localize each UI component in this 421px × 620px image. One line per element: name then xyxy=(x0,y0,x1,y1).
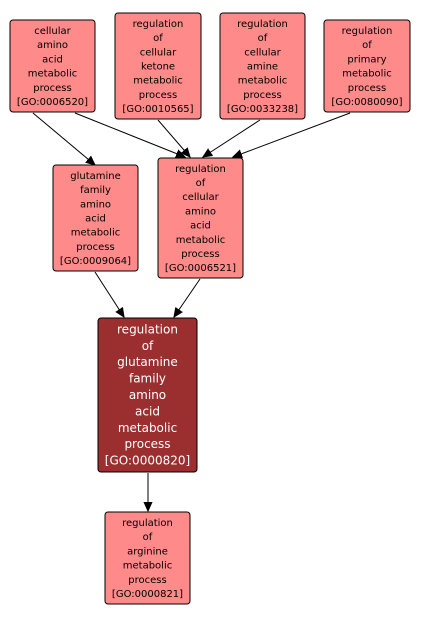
edges-layer xyxy=(32,112,351,511)
node-box xyxy=(104,511,191,605)
node-label-line: amino xyxy=(129,388,166,402)
node-go-id: [GO:0000821] xyxy=(112,589,183,600)
go-term-node[interactable]: regulation of primary metabolic process [GO:0… xyxy=(323,19,411,113)
node-label-line: of xyxy=(153,33,163,44)
edge-n33238-to-n6521 xyxy=(203,119,261,157)
go-term-node[interactable]: glutamine family amino acid metabolic process… xyxy=(52,164,139,272)
node-label-line: primary xyxy=(347,54,386,65)
node-go-id: [GO:0033238] xyxy=(227,104,298,115)
node-label-line: glutamine xyxy=(117,355,178,369)
node-label-line: metabolic xyxy=(123,561,172,572)
node-label-line: acid xyxy=(190,221,211,232)
node-box xyxy=(157,157,244,279)
node-label-line: process xyxy=(181,249,219,260)
node-label-line: regulation xyxy=(342,26,393,37)
edge-n10565-to-n6521 xyxy=(157,119,190,157)
node-label-line: amino xyxy=(37,40,68,51)
node-box xyxy=(114,12,202,120)
node-label-line: process xyxy=(139,90,177,101)
node-label-line: acid xyxy=(135,404,160,418)
node-label-line: regulation xyxy=(117,322,178,336)
node-label-line: arginine xyxy=(127,546,168,557)
edge-n80090-to-n6521 xyxy=(233,112,351,157)
go-term-node[interactable]: regulation of cellular amino acid metabolic pr… xyxy=(157,157,244,279)
node-label-line: process xyxy=(243,90,281,101)
node-label-line: of xyxy=(142,339,154,353)
node-label-line: of xyxy=(143,532,153,543)
node-label-line: metabolic xyxy=(28,69,77,80)
node-box xyxy=(9,19,96,113)
node-label-line: ketone xyxy=(141,62,175,73)
node-go-id: [GO:0006520] xyxy=(17,97,88,108)
node-label-line: amine xyxy=(247,62,278,73)
node-label-line: metabolic xyxy=(342,69,391,80)
node-label-line: metabolic xyxy=(238,76,287,87)
edge-n9064-to-n820 xyxy=(94,271,124,317)
node-box xyxy=(219,12,306,120)
node-label-line: acid xyxy=(85,214,106,225)
node-label-line: regulation xyxy=(133,19,184,30)
node-label-line: process xyxy=(128,575,166,586)
node-label-line: metabolic xyxy=(176,235,225,246)
node-label-line: metabolic xyxy=(118,421,177,435)
node-label-line: process xyxy=(33,83,71,94)
node-go-id: [GO:0000820] xyxy=(105,454,190,468)
go-term-node[interactable]: regulation of glutamine family amino acid meta… xyxy=(97,317,198,473)
node-label-line: amino xyxy=(80,199,111,210)
node-go-id: [GO:0080090] xyxy=(331,97,402,108)
node-box xyxy=(52,164,139,272)
node-label-line: cellular xyxy=(244,47,281,58)
node-go-id: [GO:0010565] xyxy=(122,104,193,115)
node-label-line: process xyxy=(348,83,386,94)
node-box xyxy=(323,19,411,113)
node-label-line: regulation xyxy=(237,19,288,30)
node-label-line: metabolic xyxy=(71,228,120,239)
node-label-line: glutamine xyxy=(70,171,121,182)
node-label-line: of xyxy=(196,178,206,189)
edge-n6521-to-n820 xyxy=(174,278,201,317)
edge-n6520-to-n6521 xyxy=(74,112,185,157)
node-label-line: regulation xyxy=(122,518,173,529)
go-term-node[interactable]: regulation of cellular amine metabolic proces… xyxy=(219,12,306,120)
node-go-id: [GO:0009064] xyxy=(60,256,131,267)
node-label-line: amino xyxy=(185,206,216,217)
node-label-line: process xyxy=(76,242,114,253)
node-label-line: process xyxy=(124,437,170,451)
node-label-line: family xyxy=(129,372,166,386)
node-label-line: of xyxy=(258,33,268,44)
node-label-line: cellular xyxy=(182,192,219,203)
node-label-line: cellular xyxy=(140,47,177,58)
node-label-line: cellular xyxy=(34,26,71,37)
node-label-line: regulation xyxy=(175,164,226,175)
node-label-line: acid xyxy=(42,54,63,65)
nodes-layer: cellular amino acid metabolic process [GO:000… xyxy=(9,12,411,605)
node-label-line: of xyxy=(362,40,372,51)
node-label-line: metabolic xyxy=(133,76,182,87)
go-term-node[interactable]: regulation of cellular ketone metabolic proce… xyxy=(114,12,202,120)
node-go-id: [GO:0006521] xyxy=(165,263,236,274)
edge-n6520-to-n9064 xyxy=(32,112,95,165)
node-label-line: family xyxy=(80,185,111,196)
go-term-node[interactable]: regulation of arginine metabolic process [GO:… xyxy=(104,511,191,605)
go-term-node[interactable]: cellular amino acid metabolic process [GO:000… xyxy=(9,19,96,113)
node-box xyxy=(97,317,198,473)
